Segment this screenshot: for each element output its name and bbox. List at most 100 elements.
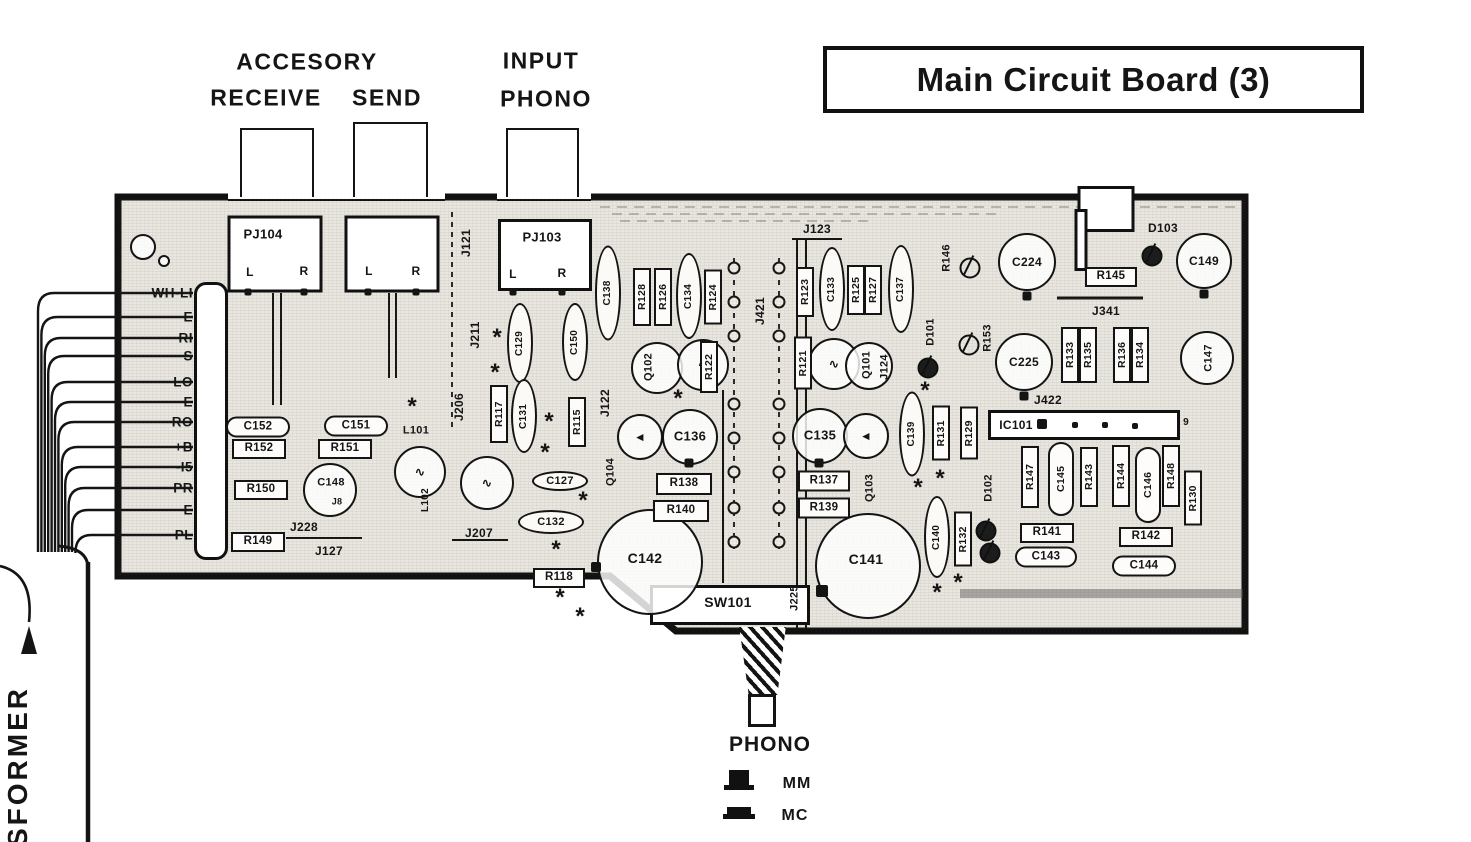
component-c152: C152 [226,416,290,438]
component-c141: C141 [848,551,884,567]
asterisk-mark-4: * [578,487,588,515]
jack-bracket-send [353,122,428,197]
component-j127: J127 [315,544,343,558]
component-r126: R126 [654,268,672,326]
component-q104: Q104 [604,457,617,487]
scan-noise [600,206,1240,222]
connector-label-0: WH-LI [151,285,193,301]
connector-label-4: LO [173,374,193,390]
component-jack-pj104 [227,215,323,293]
legend-label-mm: MM [782,775,812,792]
component-ic-mark-2 [1072,422,1078,428]
component-r130: R130 [1184,470,1202,526]
component-l101-circle: ∿ [394,446,446,498]
component-c148-circle [303,463,357,517]
component-j122: J122 [598,389,612,417]
component-c147-circle [1180,331,1234,385]
component-c150: C150 [562,303,588,381]
component-j341: J341 [1092,304,1120,318]
component-jack-pj103 [498,219,592,291]
connector-label-6: RO [171,414,193,430]
connector-label-2: RI [178,330,193,346]
header-label-input-phono: PHONO [500,85,592,112]
component-c136: C136 [673,428,707,444]
component-q102-circle [631,342,683,394]
jack-edge-gaps [228,191,591,201]
component-r139: R139 [798,497,850,519]
component-r124: R124 [704,269,722,325]
component-r149: R149 [231,532,285,552]
component-r137: R137 [798,470,850,492]
component-pj103-l: L [509,267,517,281]
asterisk-mark-11: * [935,465,945,493]
component-d101: D101 [924,318,937,346]
component-j8: J8 [331,496,343,507]
component-c146: C146 [1135,447,1161,523]
component-c133: C133 [819,247,845,331]
component-r151: R151 [318,439,372,459]
asterisk-mark-14: * [932,579,942,607]
component-c142: C142 [627,550,663,566]
component-c138: C138 [595,245,621,341]
component-pol-c149 [1199,289,1209,299]
switch-flat-icon [723,807,755,819]
component-pin-mark-6 [558,288,566,296]
component-r121: R121 [794,336,812,390]
component-pol-c225 [1019,391,1029,401]
component-j228: J228 [290,520,318,534]
component-c147: C147 [1202,344,1215,372]
legend-title: PHONO [728,733,812,756]
component-ic101: IC101 [999,418,1033,432]
component-ic-mark-3 [1102,422,1108,428]
component-pol-c136 [684,458,694,468]
component-d103: D103 [1148,221,1178,235]
header-label-accessory: ACCESORY [236,48,378,75]
component-pj103-r: R [557,266,567,280]
component-r146: R146 [940,244,953,272]
component-pin-mark-1 [244,288,252,296]
component-r118: R118 [533,568,585,588]
asterisk-mark-10: * [920,377,930,405]
component-c148: C148 [317,476,345,489]
component-c127: C127 [532,471,588,491]
component-j121: J121 [459,229,473,257]
component-q102: Q102 [642,352,655,382]
component-r115: R115 [568,397,586,447]
page-title: Main Circuit Board (3) [916,60,1271,98]
component-c131: C131 [511,379,537,453]
component-ic-mark-4 [1132,423,1138,429]
component-l102: L102 [420,488,431,512]
component-pol-c141 [816,585,828,597]
component-pj104-l: L [246,265,254,279]
component-l101: L101 [402,424,430,437]
connector-label-9: PR [173,480,193,496]
component-pol-c142 [591,562,601,572]
component-c137: C137 [888,245,914,333]
component-r132: R132 [954,511,972,567]
connector-label-1: E [183,309,193,325]
diode-symbol-1 [959,257,981,279]
transformer-note: SFORMER [2,686,33,842]
component-send-r: R [411,264,421,278]
component-c149: C149 [1189,254,1219,268]
component-j225: J225 [788,585,801,611]
transformer-arrowhead [21,626,37,654]
component-jack-send [344,215,440,293]
component-r131: R131 [932,405,950,461]
diode-symbol-3 [975,520,997,542]
component-j211: J211 [468,321,482,349]
component-r122: R122 [700,341,718,393]
connector-label-3: S [183,348,193,364]
component-l102-circle: ∿ [460,456,514,510]
header-label-receive: RECEIVE [210,84,322,111]
asterisk-mark-0: * [492,324,502,352]
wire-bundle [36,291,193,554]
component-r128: R128 [633,268,651,326]
component-c136-circle [662,409,718,465]
asterisk-mark-5: * [551,536,561,564]
component-c144: C144 [1112,555,1176,577]
component-c139: C139 [899,391,925,477]
connector-label-8: -I5 [175,459,193,475]
component-r152: R152 [232,439,286,459]
